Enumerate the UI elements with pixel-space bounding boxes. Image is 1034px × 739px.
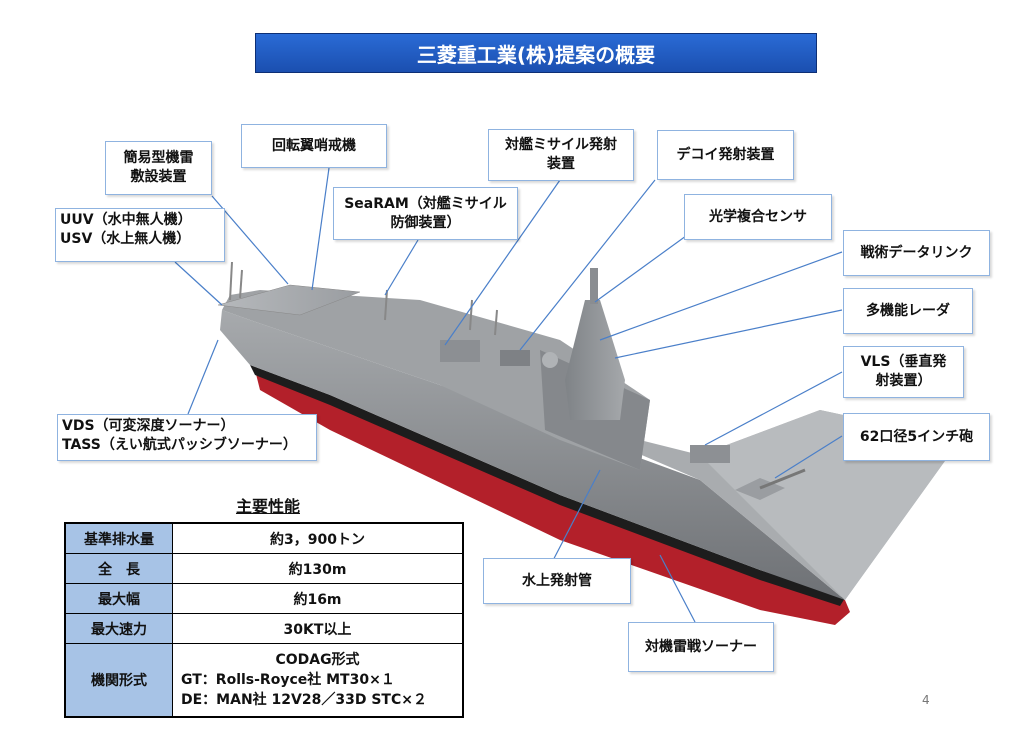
- spec-label: 基準排水量: [64, 522, 173, 554]
- table-row: 全 長 約130m: [64, 553, 464, 584]
- callout-optical-sensor: 光学複合センサ: [684, 194, 832, 240]
- specs-heading: 主要性能: [235, 497, 300, 516]
- callout-uuv-usv: UUV（水中無人機） USV（水上無人機）: [55, 208, 225, 262]
- callout-ssm-launcher: 対艦ミサイル発射 装置: [488, 129, 634, 181]
- engine-line: DE：MAN社 12V28／33D STC×２: [181, 692, 427, 708]
- table-row: 最大速力 30KT以上: [64, 613, 464, 644]
- spec-value: 約130m: [172, 553, 464, 584]
- integrated-mast: [565, 300, 625, 420]
- spec-value-engine: CODAG形式 GT：Rolls-Royce社 MT30×１ DE：MAN社 1…: [172, 643, 464, 718]
- callout-vds-tass: VDS（可変深度ソーナー） TASS（えい航式パッシブソーナー）: [57, 414, 317, 461]
- engine-line: CODAG形式: [275, 652, 360, 668]
- spec-value: 約3，900トン: [172, 522, 464, 554]
- hull-side: [220, 310, 845, 600]
- table-row: 最大幅 約16m: [64, 583, 464, 614]
- page-title: 三菱重工業(株)提案の概要: [255, 33, 817, 73]
- spec-label: 最大幅: [64, 583, 173, 614]
- superstructure: [222, 290, 650, 470]
- callout-rotary-wing: 回転翼哨戒機: [241, 124, 387, 168]
- callout-tactical-datalink: 戦術データリンク: [843, 230, 990, 276]
- callout-torpedo-tube: 水上発射管: [483, 558, 631, 604]
- page-number: 4: [922, 693, 930, 707]
- callout-5inch-gun: 62口径5インチ砲: [843, 413, 990, 461]
- callout-multifunction-radar: 多機能レーダ: [843, 288, 973, 334]
- callout-vls: VLS（垂直発 射装置）: [843, 346, 964, 398]
- callout-minelayer: 簡易型機雷 敷設装置: [105, 141, 212, 195]
- callout-mine-sonar: 対機雷戦ソーナー: [628, 622, 774, 672]
- spec-value: 約16m: [172, 583, 464, 614]
- boot-topping: [250, 365, 845, 606]
- spec-label: 機関形式: [64, 643, 173, 718]
- callout-searam: SeaRAM（対艦ミサイル 防御装置）: [333, 187, 518, 240]
- engine-line: GT：Rolls-Royce社 MT30×１: [181, 672, 395, 688]
- spec-value: 30KT以上: [172, 613, 464, 644]
- flight-deck: [217, 284, 361, 316]
- specs-table: 基準排水量 約3，900トン 全 長 約130m 最大幅 約16m 最大速力 3…: [64, 522, 464, 718]
- spec-label: 最大速力: [64, 613, 173, 644]
- spec-label: 全 長: [64, 553, 173, 584]
- table-row: 基準排水量 約3，900トン: [64, 522, 464, 554]
- callout-decoy: デコイ発射装置: [657, 130, 794, 180]
- table-row: 機関形式 CODAG形式 GT：Rolls-Royce社 MT30×１ DE：M…: [64, 643, 464, 718]
